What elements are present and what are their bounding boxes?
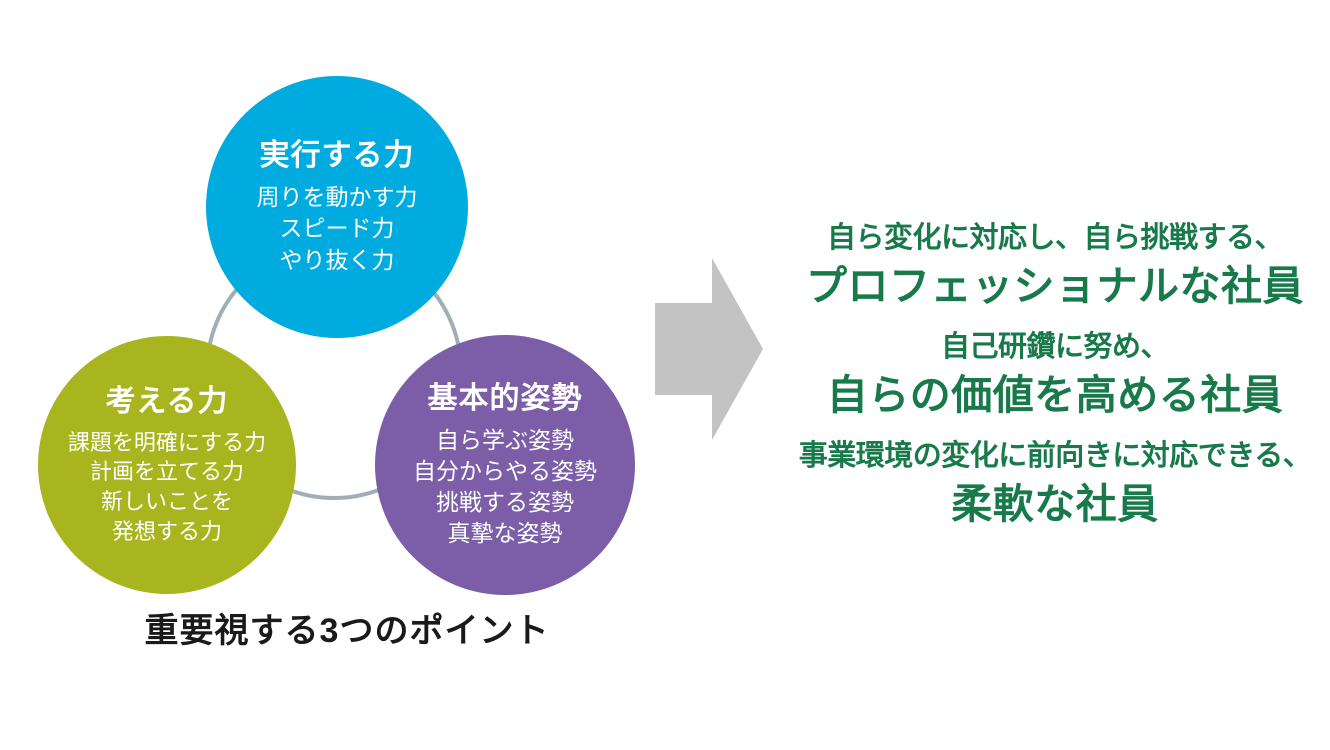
circle-think-line: 計画を立てる力 (89, 459, 244, 485)
circle-think-line: 新しいことを (100, 489, 233, 514)
circle-attitude-line: 自分からやる姿勢 (413, 457, 597, 484)
right-arrow-icon (655, 258, 763, 440)
circle-execute-line: やり抜く力 (279, 246, 395, 273)
outcome-emphasis: プロフェッショナルな社員 (806, 262, 1304, 309)
circle-attitude-line: 真摯な姿勢 (447, 520, 563, 547)
circle-attitude: 基本的姿勢 自ら学ぶ姿勢 自分からやる姿勢 挑戦する姿勢 真摯な姿勢 (375, 335, 635, 595)
circle-execute-title: 実行する力 (259, 139, 415, 173)
outcome-item: 自己研鑽に努め、 自らの価値を高める社員 (790, 330, 1320, 419)
circle-attitude-title: 基本的姿勢 (427, 381, 583, 415)
circle-think-line: 発想する力 (111, 518, 222, 544)
outcome-intro: 自己研鑽に努め、 (940, 330, 1170, 363)
outcomes-panel: 自ら変化に対応し、自ら挑戦する、 プロフェッショナルな社員 自己研鑽に努め、 自… (790, 221, 1320, 528)
circle-execute-line: 周りを動かす力 (256, 184, 418, 211)
diagram-caption: 重要視する3つのポイント (144, 612, 550, 650)
outcome-intro: 事業環境の変化に前向きに対応できる、 (798, 439, 1312, 472)
circle-execute-line: スピード力 (279, 215, 395, 242)
outcome-item: 自ら変化に対応し、自ら挑戦する、 プロフェッショナルな社員 (790, 221, 1320, 310)
circle-think: 考える力 課題を明確にする力 計画を立てる力 新しいことを 発想する力 (38, 336, 296, 594)
circle-attitude-line: 挑戦する姿勢 (436, 489, 574, 515)
circle-think-title: 考える力 (105, 384, 229, 418)
outcome-item: 事業環境の変化に前向きに対応できる、 柔軟な社員 (790, 439, 1320, 528)
outcome-intro: 自ら変化に対応し、自ら挑戦する、 (826, 222, 1284, 254)
outcome-emphasis: 自らの価値を高める社員 (826, 371, 1284, 418)
circle-execute: 実行する力 周りを動かす力 スピード力 やり抜く力 (206, 76, 468, 338)
outcome-emphasis: 柔軟な社員 (951, 480, 1159, 527)
circle-think-line: 課題を明確にする力 (67, 429, 267, 455)
circle-attitude-line: 自ら学ぶ姿勢 (436, 426, 574, 453)
